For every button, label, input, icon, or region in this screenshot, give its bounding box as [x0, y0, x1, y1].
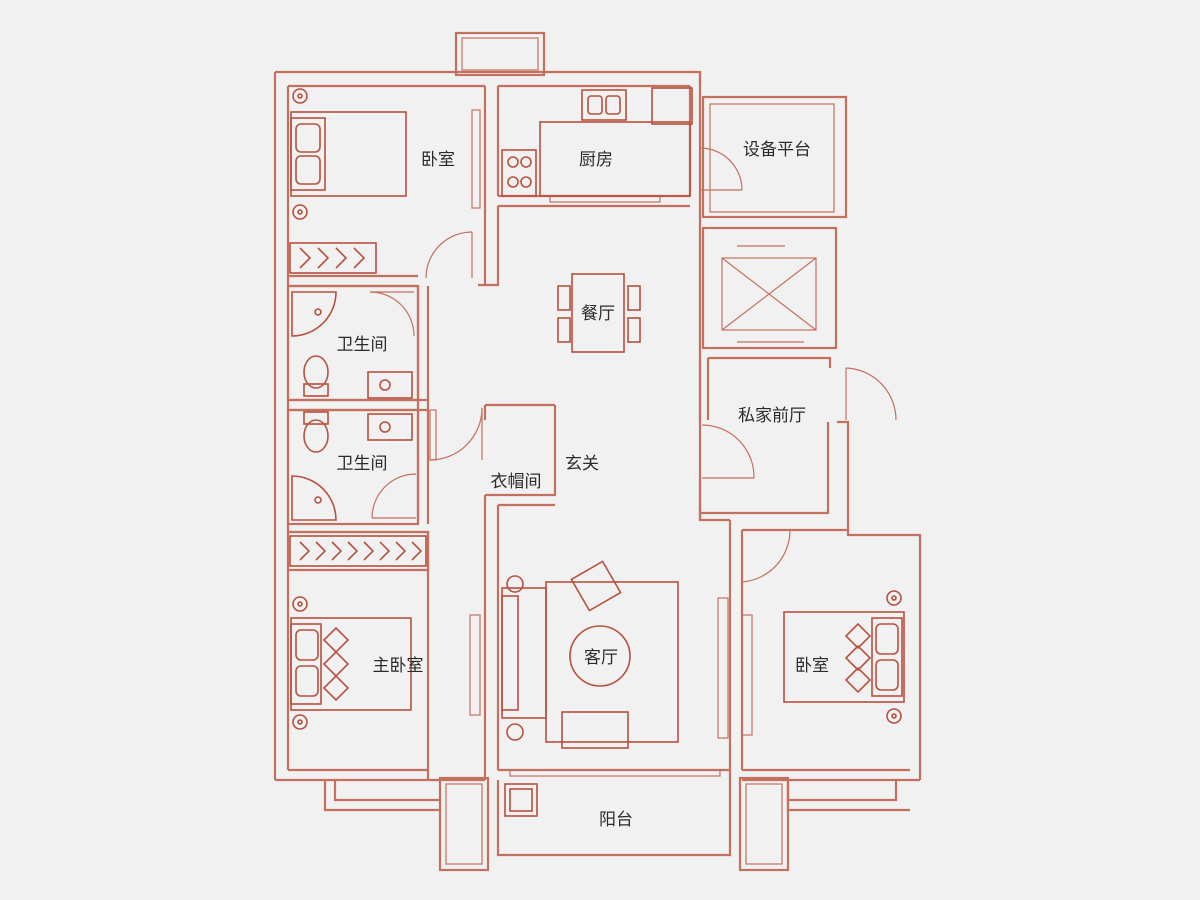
furniture: [289, 87, 905, 817]
shower-1: [291, 291, 337, 337]
side-table-1: [506, 575, 524, 593]
wardrobe-top-left: [289, 242, 377, 274]
wardrobe-master: [289, 535, 427, 567]
sofa: [501, 587, 547, 719]
toilet-2: [303, 419, 329, 453]
label-bathroom-1: 卫生间: [337, 335, 388, 355]
dining-table: [571, 273, 625, 353]
label-cloakroom: 衣帽间: [491, 472, 542, 492]
tv-cabinet: [561, 711, 629, 749]
basin-2: [367, 413, 413, 441]
room-labels: 卧室 厨房 设备平台 餐厅 卫生间 卫生间 私家前厅 玄关 衣帽间 主卧室 客厅…: [337, 140, 830, 830]
label-living-room: 客厅: [584, 648, 618, 668]
label-equipment-platform: 设备平台: [743, 140, 811, 160]
label-bathroom-2: 卫生间: [337, 454, 388, 474]
label-kitchen: 厨房: [579, 150, 613, 170]
stove: [501, 149, 537, 197]
coffee-table: [569, 625, 631, 687]
kitchen-counter: [539, 121, 691, 197]
doors: [369, 147, 897, 583]
top-window-box: [454, 31, 546, 77]
bay-window-right: [738, 776, 790, 872]
balcony-cabinet: [504, 783, 538, 817]
bed-right: [783, 611, 905, 703]
elevator-shaft: [701, 226, 838, 350]
toilet-1: [303, 355, 329, 389]
label-entrance: 玄关: [565, 454, 599, 474]
armchair: [570, 560, 622, 612]
bay-window-left: [438, 776, 490, 872]
label-balcony: 阳台: [599, 810, 633, 830]
kitchen-sink: [581, 89, 627, 121]
label-dining: 餐厅: [581, 304, 615, 324]
label-bedroom-top: 卧室: [421, 150, 455, 170]
label-private-foyer: 私家前厅: [738, 406, 806, 426]
basin-1: [367, 371, 413, 399]
shower-2: [291, 475, 337, 521]
equipment-platform-walls: [701, 95, 848, 219]
label-bedroom-right: 卧室: [795, 656, 829, 676]
label-master-bedroom: 主卧室: [373, 656, 424, 676]
side-table-2: [506, 723, 524, 741]
